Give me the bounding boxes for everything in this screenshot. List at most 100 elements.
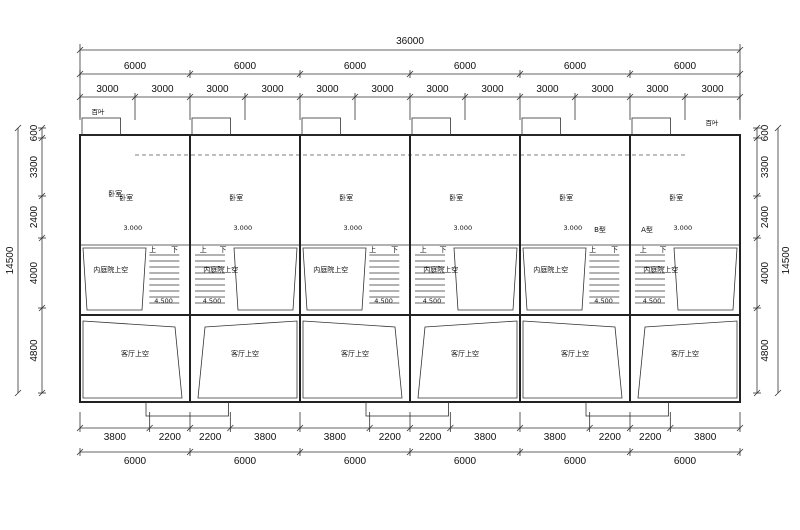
entry-porch xyxy=(145,401,229,417)
shutter-label: 百叶 xyxy=(92,107,106,116)
top-bump xyxy=(301,117,341,136)
living-void-outline xyxy=(417,320,518,399)
top-bay-dimension: 6000 xyxy=(674,61,697,72)
top-sub-dimension: 3000 xyxy=(481,84,504,95)
entry-porch xyxy=(585,401,669,417)
bottom-sub-dimension: 2200 xyxy=(379,432,402,443)
vertical-dimension: 2400 xyxy=(29,205,40,228)
bedroom-label: 卧室 xyxy=(108,189,122,198)
top-sub-dimension: 3000 xyxy=(591,84,614,95)
bedroom-label: 卧室 xyxy=(229,193,243,202)
top-sub-dimension: 3000 xyxy=(96,84,119,95)
type-a-label: A型 xyxy=(641,225,653,234)
bottom-sub-dimension: 3800 xyxy=(544,432,567,443)
bedroom-label: 卧室 xyxy=(669,193,683,202)
level-label: 4.500 xyxy=(594,297,613,305)
courtyard-void-outline xyxy=(82,247,147,311)
bottom-sub-dimension: 3800 xyxy=(694,432,717,443)
stair-up-label: 上 xyxy=(640,245,647,254)
stair-down-label: 下 xyxy=(660,246,667,254)
vertical-dimension: 3300 xyxy=(29,155,40,178)
top-sub-dimension: 3000 xyxy=(151,84,174,95)
bottom-bay-dimension: 6000 xyxy=(234,456,257,467)
courtyard-void-outline xyxy=(453,247,518,311)
vertical-dimension: 4800 xyxy=(29,339,40,362)
bedroom-label: 卧室 xyxy=(339,193,353,202)
bottom-sub-dimension: 2200 xyxy=(159,432,182,443)
dimension-tick xyxy=(14,389,22,397)
courtyard-void-label: 内庭院上空 xyxy=(423,265,458,274)
overall-dimension: 36000 xyxy=(396,36,424,47)
bottom-bay-dimension: 6000 xyxy=(124,456,147,467)
living-void-label: 客厅上空 xyxy=(671,349,699,358)
stair-up-label: 上 xyxy=(589,245,596,254)
bedroom-label: 卧室 xyxy=(449,193,463,202)
level-label: 3.000 xyxy=(343,224,362,232)
shutter-label: 百叶 xyxy=(706,118,720,127)
courtyard-void-label: 内庭院上空 xyxy=(93,265,128,274)
bottom-sub-dimension: 3800 xyxy=(474,432,497,443)
top-bump xyxy=(81,117,121,136)
entry-porch xyxy=(365,401,449,417)
vertical-dimension: 600 xyxy=(760,124,771,141)
bottom-sub-dimension: 2200 xyxy=(199,432,222,443)
top-sub-dimension: 3000 xyxy=(426,84,449,95)
living-void-label: 客厅上空 xyxy=(231,349,259,358)
courtyard-void-outline xyxy=(673,247,738,311)
top-sub-dimension: 3000 xyxy=(701,84,724,95)
stair-up-label: 上 xyxy=(200,245,207,254)
vertical-total-dimension: 14500 xyxy=(5,246,16,274)
stair-down-label: 下 xyxy=(611,246,618,254)
level-label: 4.500 xyxy=(643,297,662,305)
living-void-outline xyxy=(82,320,183,399)
level-label: 3.000 xyxy=(563,224,582,232)
dimension-tick xyxy=(774,124,782,132)
vertical-dimension: 2400 xyxy=(760,205,771,228)
living-void-label: 客厅上空 xyxy=(561,349,589,358)
top-bay-dimension: 6000 xyxy=(124,61,147,72)
top-sub-dimension: 3000 xyxy=(371,84,394,95)
courtyard-void-label: 内庭院上空 xyxy=(643,265,678,274)
top-sub-dimension: 3000 xyxy=(316,84,339,95)
courtyard-void-outline xyxy=(302,247,367,311)
living-void-outline xyxy=(302,320,403,399)
top-bay-dimension: 6000 xyxy=(234,61,257,72)
type-b-label: B型 xyxy=(594,225,606,234)
dimension-lines: 36000 6000 6000 6000 6000 6000 6000 3000 3000 300… xyxy=(5,36,792,467)
top-bay-dimension: 6000 xyxy=(454,61,477,72)
bedroom-label: 卧室 xyxy=(119,193,133,202)
bottom-bay-dimension: 6000 xyxy=(454,456,477,467)
dimension-tick xyxy=(774,389,782,397)
dimension-tick xyxy=(14,124,22,132)
courtyard-void-outline xyxy=(522,247,587,311)
bottom-bay-dimension: 6000 xyxy=(674,456,697,467)
vertical-dimension: 4000 xyxy=(29,261,40,284)
living-void-outline xyxy=(522,320,623,399)
vertical-dimension: 3300 xyxy=(760,155,771,178)
stair-up-label: 上 xyxy=(420,245,427,254)
stair-down-label: 下 xyxy=(440,246,447,254)
living-void-label: 客厅上空 xyxy=(341,349,369,358)
stair-down-label: 下 xyxy=(391,246,398,254)
stair-down-label: 下 xyxy=(220,246,227,254)
top-sub-dimension: 3000 xyxy=(536,84,559,95)
bottom-sub-dimension: 2200 xyxy=(419,432,442,443)
living-void-label: 客厅上空 xyxy=(121,349,149,358)
vertical-dimension: 4000 xyxy=(760,261,771,284)
walls xyxy=(79,117,741,417)
top-bay-dimension: 6000 xyxy=(564,61,587,72)
level-label: 4.500 xyxy=(423,297,442,305)
living-void-label: 客厅上空 xyxy=(451,349,479,358)
level-label: 4.500 xyxy=(374,297,393,305)
bottom-sub-dimension: 2200 xyxy=(599,432,622,443)
level-label: 3.000 xyxy=(233,224,252,232)
bottom-sub-dimension: 3800 xyxy=(104,432,127,443)
courtyard-void-outline xyxy=(233,247,298,311)
top-bump xyxy=(521,117,561,136)
bottom-bay-dimension: 6000 xyxy=(564,456,587,467)
level-label: 4.500 xyxy=(154,297,173,305)
courtyard-void-label: 内庭院上空 xyxy=(533,265,568,274)
bottom-sub-dimension: 2200 xyxy=(639,432,662,443)
